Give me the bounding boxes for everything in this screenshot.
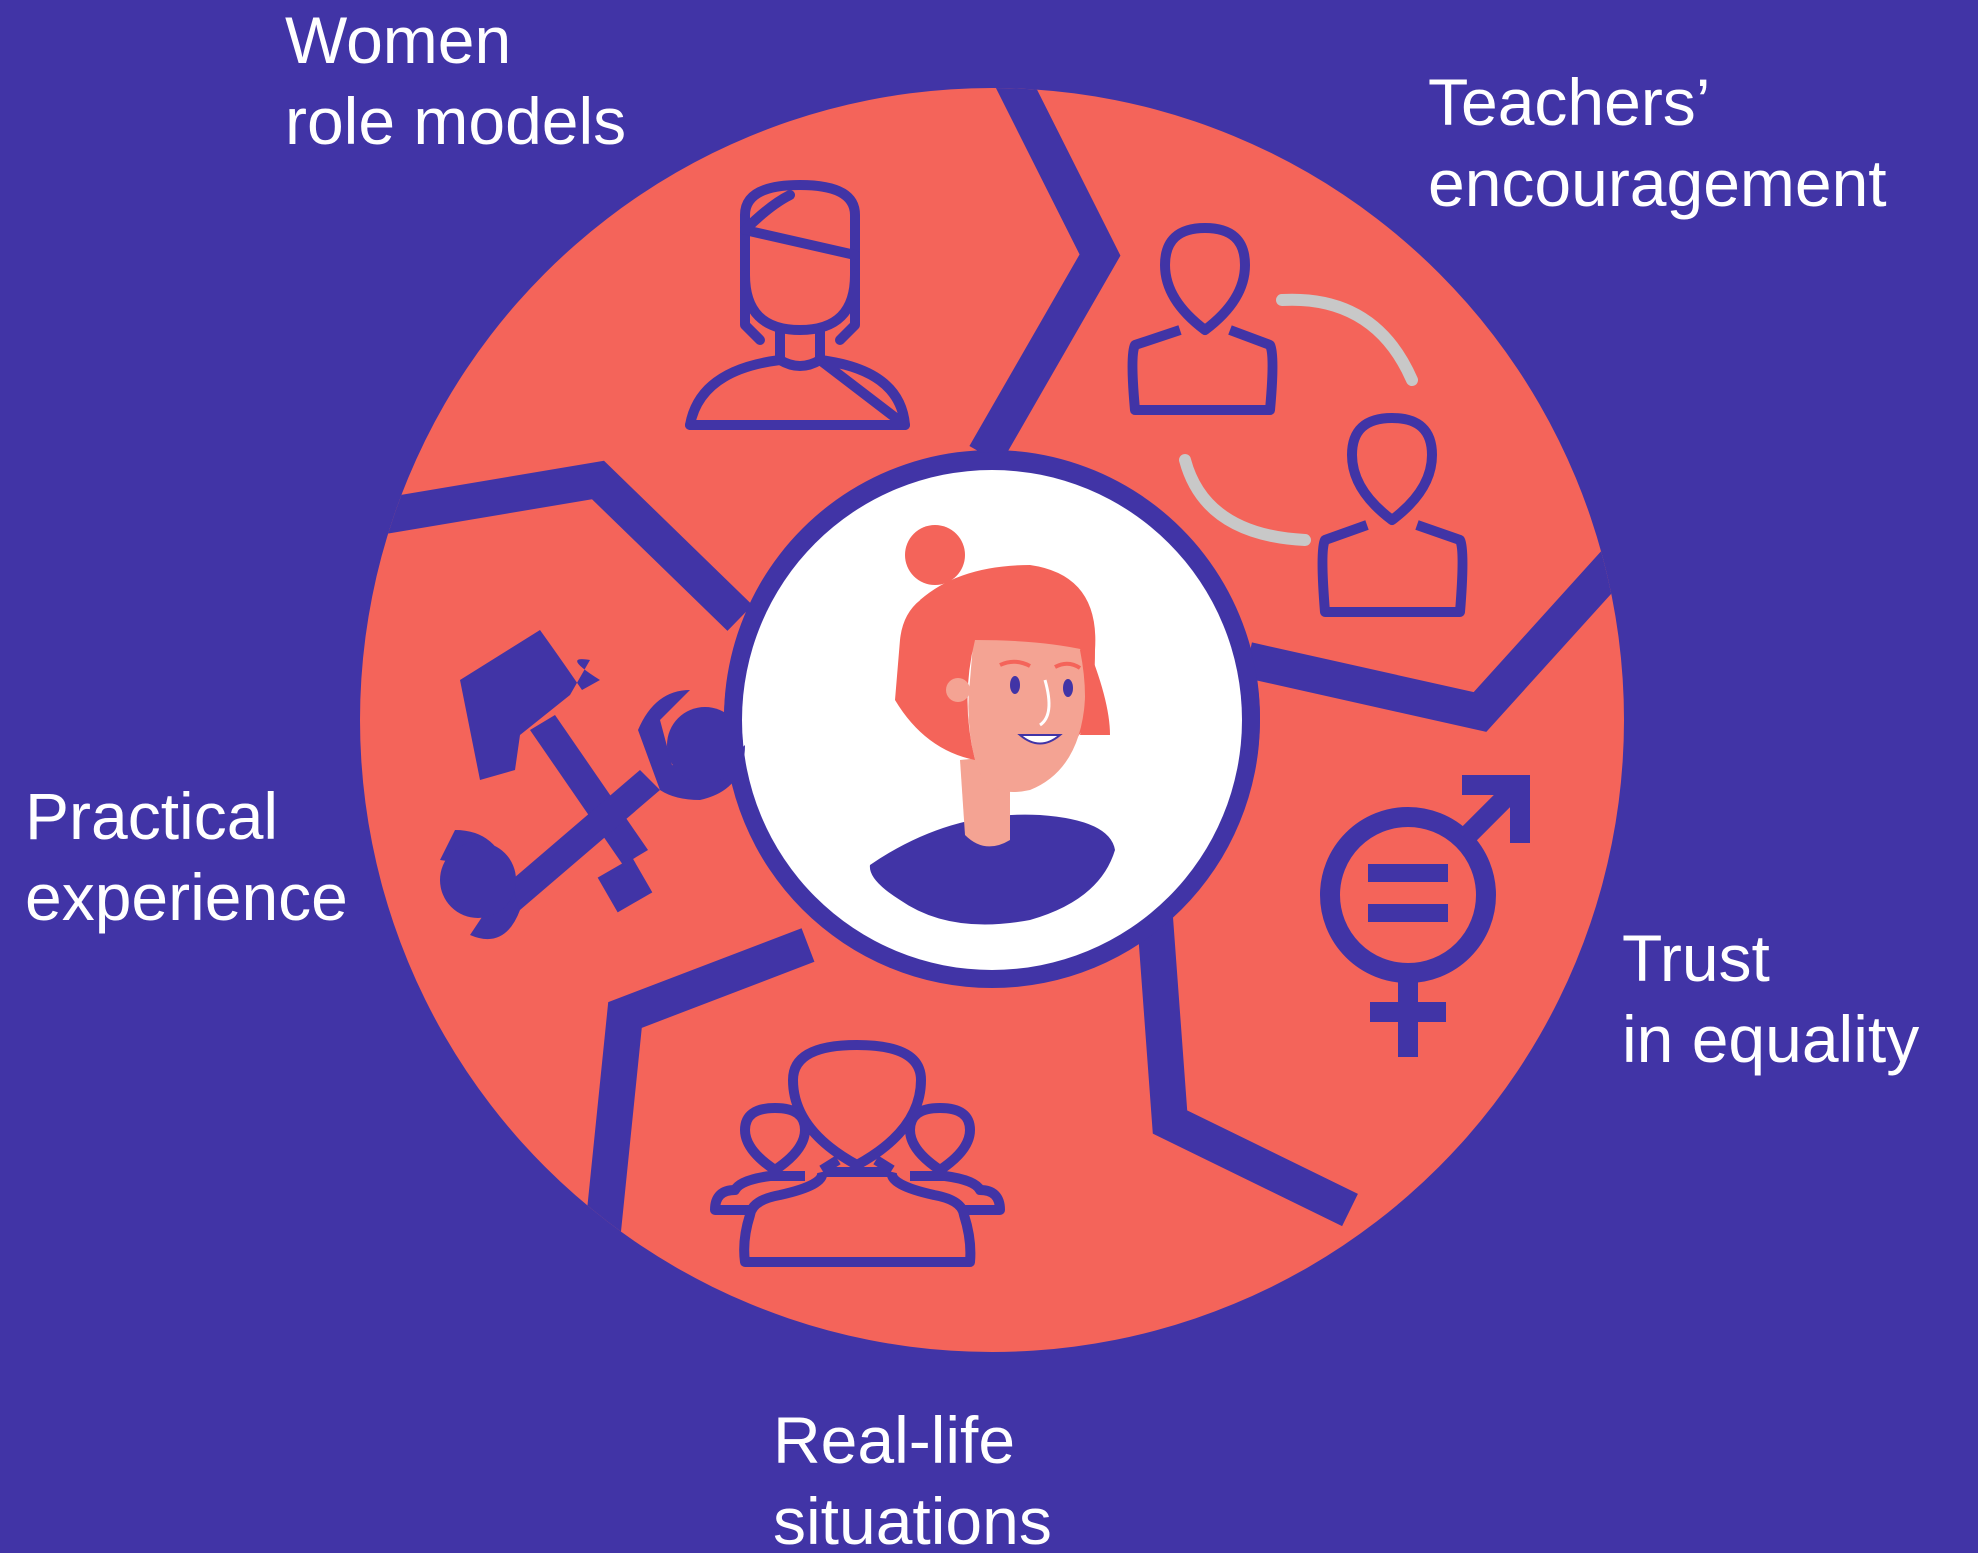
label-practical-experience: Practical experience [25,776,348,938]
label-line: in equality [1622,1002,1920,1076]
label-line: Teachers’ [1428,65,1711,139]
woman-icon [685,180,910,430]
label-line: Trust [1622,921,1770,995]
label-line: situations [773,1484,1052,1553]
label-women-role-models: Women role models [285,0,626,162]
two-people-exchange-icon [1127,223,1468,617]
separator-1 [969,88,1121,464]
gender-equality-icon [1320,775,1530,1057]
label-line: Women [285,3,512,77]
label-line: experience [25,860,348,934]
label-line: Real-life [773,1403,1016,1477]
group-icon [710,1040,1005,1267]
woman-avatar-icon [869,525,1115,925]
label-trust-in-equality: Trust in equality [1622,918,1919,1080]
label-line: Practical [25,779,279,853]
label-teachers-encouragement: Teachers’ encouragement [1428,62,1887,224]
tools-icon [440,630,745,940]
separator-2 [1244,542,1625,732]
separator-5 [360,460,753,631]
label-line: role models [285,84,627,158]
label-line: encouragement [1428,146,1887,220]
separator-3 [1137,916,1358,1227]
label-real-life-situations: Real-life situations [773,1400,1052,1553]
separator-4 [582,928,815,1262]
